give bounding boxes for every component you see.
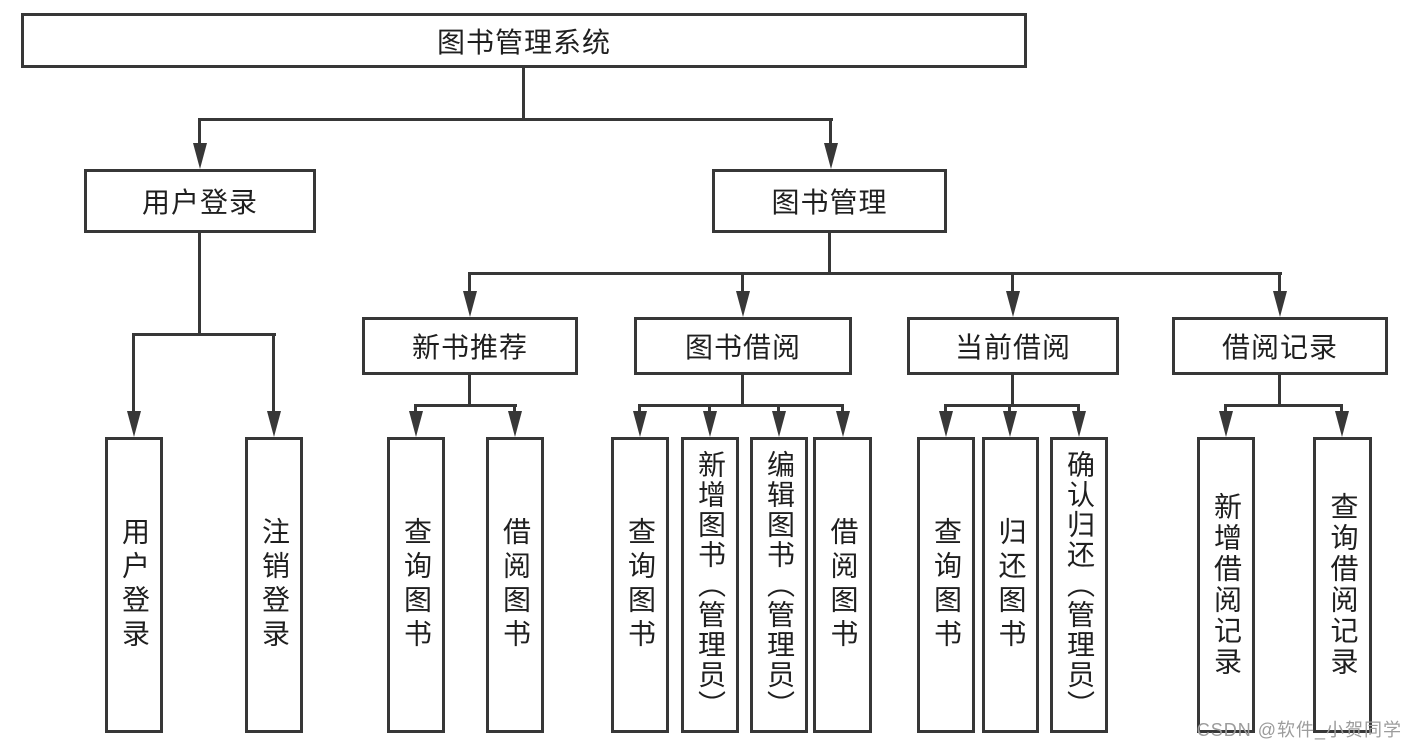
arrow-down-icon xyxy=(463,291,477,317)
arrow-down-icon xyxy=(836,411,850,437)
arrow-down-icon xyxy=(1219,411,1233,437)
leaf-current-query-books: 查询图书 xyxy=(917,437,975,733)
connector-drop-leaf xyxy=(1224,404,1227,416)
leaf-logout: 注销登录 xyxy=(245,437,303,733)
arrow-down-icon xyxy=(736,291,750,317)
leaf-recommend-borrow-books-label: 借阅图书 xyxy=(500,517,531,653)
leaf-confirm-return-admin: 确认归还（管理员） xyxy=(1050,437,1108,733)
leaf-add-books-admin: 新增图书（管理员） xyxy=(681,437,739,733)
arrow-down-icon xyxy=(1003,411,1017,437)
node-root: 图书管理系统 xyxy=(21,13,1027,68)
leaf-add-borrow-record: 新增借阅记录 xyxy=(1197,437,1255,733)
connector-borrow-record-rail xyxy=(1226,404,1343,407)
leaf-borrow-query-books-label: 查询图书 xyxy=(625,517,656,653)
arrow-down-icon xyxy=(267,411,281,437)
node-new-book-recommend-label: 新书推荐 xyxy=(411,332,528,363)
connector-drop-leaf xyxy=(1077,404,1080,416)
connector-drop-leaf xyxy=(513,404,516,416)
connector-drop-leaf xyxy=(841,404,844,416)
node-borrow-record-label: 借阅记录 xyxy=(1221,332,1338,363)
arrow-down-icon xyxy=(508,411,522,437)
connector-borrow-record-stem xyxy=(1278,375,1281,407)
connector-drop-book-borrow xyxy=(741,272,744,296)
arrow-down-icon xyxy=(939,411,953,437)
leaf-edit-books-admin: 编辑图书（管理员） xyxy=(750,437,808,733)
leaf-add-books-admin-label: 新增图书（管理员） xyxy=(695,450,726,720)
connector-root-rail xyxy=(198,118,833,121)
node-book-management: 图书管理 xyxy=(712,169,947,233)
connector-drop-leaf xyxy=(777,404,780,416)
connector-new-book-recommend-rail xyxy=(416,404,517,407)
leaf-add-borrow-record-label: 新增借阅记录 xyxy=(1211,492,1242,678)
leaf-edit-books-admin-label: 编辑图书（管理员） xyxy=(764,450,795,720)
connector-drop-leaf xyxy=(944,404,947,416)
connector-drop-leaf-user-login xyxy=(132,333,135,415)
leaf-borrow-query-books: 查询图书 xyxy=(611,437,669,733)
leaf-borrow-borrow-books-label: 借阅图书 xyxy=(827,517,859,653)
node-book-borrow: 图书借阅 xyxy=(634,317,852,375)
connector-current-borrow-stem xyxy=(1011,375,1014,407)
connector-drop-leaf xyxy=(414,404,417,416)
leaf-return-books-label: 归还图书 xyxy=(995,517,1027,653)
leaf-recommend-query-books-label: 查询图书 xyxy=(401,517,432,653)
connector-new-book-recommend-stem xyxy=(468,375,471,407)
leaf-query-borrow-record-label: 查询借阅记录 xyxy=(1327,492,1359,678)
arrow-down-icon xyxy=(824,143,838,169)
node-user-login-label: 用户登录 xyxy=(141,187,258,218)
connector-book-borrow-rail xyxy=(640,404,844,407)
node-root-label: 图书管理系统 xyxy=(436,26,611,58)
connector-book-borrow-stem xyxy=(741,375,744,407)
connector-drop-leaf xyxy=(708,404,711,416)
connector-drop-leaf xyxy=(1340,404,1343,416)
leaf-current-query-books-label: 查询图书 xyxy=(931,517,962,653)
connector-drop-current-borrow xyxy=(1011,272,1014,296)
leaf-recommend-borrow-books: 借阅图书 xyxy=(486,437,544,733)
connector-user-login-rail xyxy=(133,333,276,336)
arrow-down-icon xyxy=(193,143,207,169)
csdn-watermark: CSDN @软件_小贺同学 xyxy=(1196,720,1402,740)
connector-book-management-stem xyxy=(828,233,831,275)
connector-root-stem xyxy=(522,68,525,121)
arrow-down-icon xyxy=(1273,291,1287,317)
arrow-down-icon xyxy=(633,411,647,437)
node-book-borrow-label: 图书借阅 xyxy=(684,332,801,363)
arrow-down-icon xyxy=(409,411,423,437)
connector-drop-leaf xyxy=(638,404,641,416)
connector-book-management-rail xyxy=(470,272,1282,275)
connector-user-login-stem xyxy=(198,233,201,336)
leaf-return-books: 归还图书 xyxy=(982,437,1039,733)
connector-drop-book-management xyxy=(829,118,832,148)
connector-drop-leaf xyxy=(1008,404,1011,416)
connector-drop-new-book-recommend xyxy=(468,272,471,296)
node-user-login: 用户登录 xyxy=(84,169,316,233)
leaf-logout-label: 注销登录 xyxy=(259,517,290,653)
node-borrow-record: 借阅记录 xyxy=(1172,317,1388,375)
leaf-borrow-borrow-books: 借阅图书 xyxy=(813,437,872,733)
connector-drop-user-login xyxy=(198,118,201,148)
leaf-recommend-query-books: 查询图书 xyxy=(387,437,445,733)
connector-current-borrow-rail xyxy=(946,404,1080,407)
leaf-query-borrow-record: 查询借阅记录 xyxy=(1313,437,1372,733)
leaf-confirm-return-admin-label: 确认归还（管理员） xyxy=(1064,450,1095,720)
node-current-borrow: 当前借阅 xyxy=(907,317,1119,375)
arrow-down-icon xyxy=(772,411,786,437)
leaf-user-login-label: 用户登录 xyxy=(119,517,150,653)
arrow-down-icon xyxy=(1072,411,1086,437)
leaf-user-login: 用户登录 xyxy=(105,437,163,733)
connector-drop-leaf-logout xyxy=(272,333,275,415)
arrow-down-icon xyxy=(1006,291,1020,317)
node-new-book-recommend: 新书推荐 xyxy=(362,317,578,375)
node-book-management-label: 图书管理 xyxy=(771,187,888,218)
arrow-down-icon xyxy=(127,411,141,437)
arrow-down-icon xyxy=(703,411,717,437)
connector-drop-borrow-record xyxy=(1278,272,1281,296)
node-current-borrow-label: 当前借阅 xyxy=(954,332,1071,363)
arrow-down-icon xyxy=(1335,411,1349,437)
